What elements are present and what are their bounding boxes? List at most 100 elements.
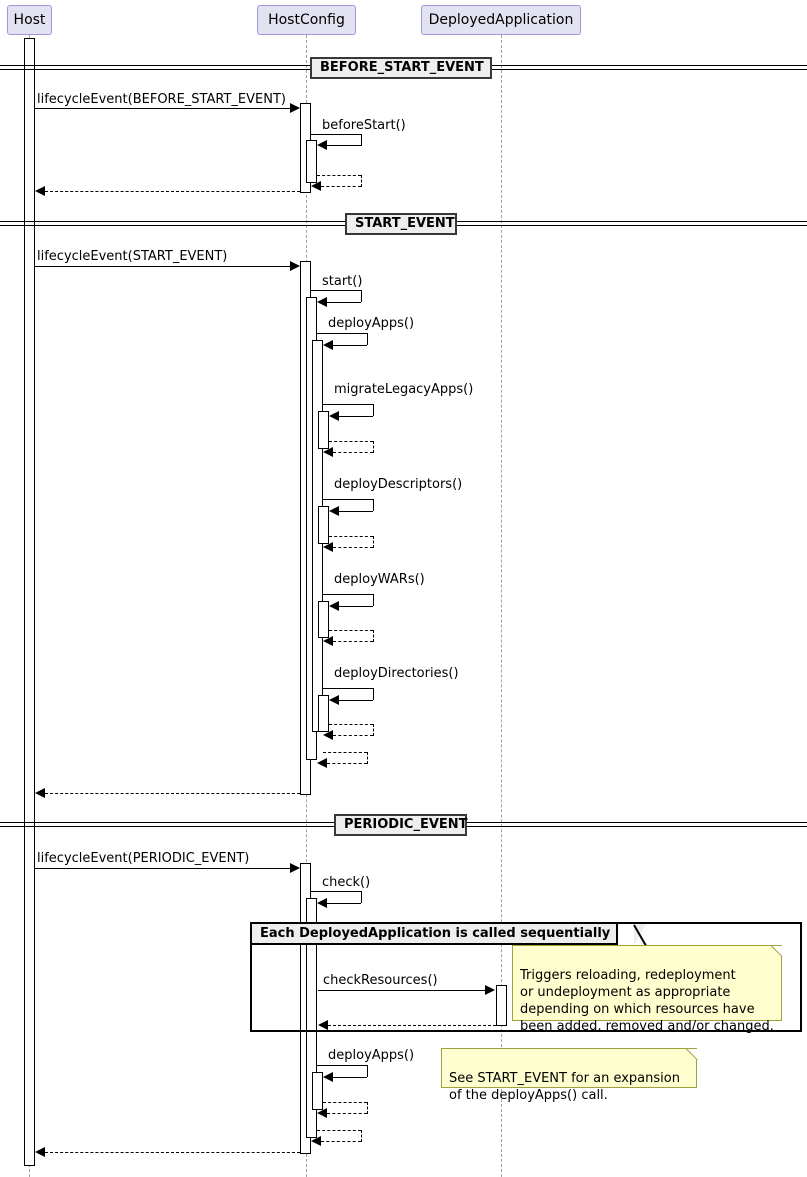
- message-label-lifecycleevent-beforestart: lifecycleEvent(BEFORE_START_EVENT): [37, 92, 286, 107]
- selfcall-top-migratelegacyapps: [323, 404, 373, 405]
- selfreturn-bottom-deployapps-periodic: [327, 1113, 367, 1114]
- message-line-return-checkresources: [328, 1025, 496, 1026]
- message-label-beforestart: beforeStart(): [322, 118, 406, 133]
- selfreturn-bottom-deploywars: [333, 641, 373, 642]
- note-deployapps-fold: [686, 1049, 697, 1060]
- selfreturn-top-deploydirectories: [329, 724, 373, 725]
- message-arrowhead-lifecycleevent-beforestart: [290, 103, 300, 113]
- selfreturn-right-deploywars: [373, 630, 374, 642]
- divider-periodic-event: PERIODIC_EVENT: [334, 814, 468, 836]
- activation-hostconfig-beforestart-inner: [306, 140, 317, 183]
- participant-hostconfig[interactable]: HostConfig: [257, 5, 356, 35]
- selfreturn-arrowhead-check: [311, 1136, 321, 1146]
- activation-hostconfig-migratelegacyapps: [318, 411, 329, 449]
- message-line-lifecycleevent-start: [35, 266, 293, 267]
- selfcall-top-beforestart: [311, 134, 361, 135]
- message-line-return-periodic: [45, 1152, 300, 1153]
- selfcall-bottom-beforestart: [327, 145, 361, 146]
- participant-deployedapplication-label: DeployedApplication: [428, 12, 574, 28]
- selfcall-right-deployapps: [367, 333, 368, 345]
- activation-host-main: [24, 38, 35, 1166]
- selfcall-arrowhead-migratelegacyapps: [329, 411, 339, 421]
- selfcall-arrowhead-beforestart: [317, 140, 327, 150]
- selfcall-right-deploydescriptors: [373, 499, 374, 511]
- message-label-migratelegacyapps: migrateLegacyApps(): [334, 382, 474, 397]
- message-line-lifecycleevent-beforestart: [35, 108, 293, 109]
- message-line-return-start: [45, 793, 300, 794]
- selfreturn-top-deployapps-periodic: [323, 1102, 367, 1103]
- activation-hostconfig-deploywars: [318, 601, 329, 638]
- message-label-deploywars: deployWARs(): [334, 572, 425, 587]
- group-frame-each-deployedapplication: [250, 922, 802, 1032]
- selfcall-top-deploydirectories: [323, 688, 373, 689]
- participant-hostconfig-label: HostConfig: [268, 12, 345, 28]
- group-label-text: Each DeployedApplication is called seque…: [260, 926, 611, 941]
- divider-periodic-event-label: PERIODIC_EVENT: [344, 817, 468, 832]
- selfcall-right-start: [361, 290, 362, 302]
- selfcall-right-deploywars: [373, 594, 374, 606]
- selfcall-right-deploydirectories: [373, 688, 374, 700]
- message-line-checkresources: [318, 990, 487, 991]
- selfcall-bottom-check: [327, 903, 361, 904]
- selfcall-right-check: [361, 891, 362, 903]
- selfreturn-bottom-deploydirectories: [333, 735, 373, 736]
- selfreturn-right-deploydescriptors: [373, 536, 374, 548]
- selfcall-right-migratelegacyapps: [373, 404, 374, 416]
- note-checkresources-fold: [771, 946, 782, 957]
- message-label-checkresources: checkResources(): [323, 973, 438, 988]
- message-arrowhead-return-beforestart: [35, 186, 45, 196]
- lifeline-deployedapplication: [501, 35, 502, 1177]
- selfreturn-arrowhead-deploydirectories: [323, 730, 333, 740]
- selfreturn-right-deploydirectories: [373, 724, 374, 736]
- selfcall-top-deployapps: [317, 333, 367, 334]
- selfcall-arrowhead-deploydescriptors: [329, 506, 339, 516]
- message-arrowhead-checkresources: [485, 985, 495, 995]
- participant-host-label: Host: [13, 12, 46, 28]
- selfcall-top-deploywars: [323, 594, 373, 595]
- group-label-notch: [634, 924, 646, 945]
- message-label-lifecycleevent-periodic: lifecycleEvent(PERIODIC_EVENT): [37, 851, 250, 866]
- selfcall-arrowhead-deployapps: [323, 340, 333, 350]
- divider-before-start-event: BEFORE_START_EVENT: [310, 57, 492, 79]
- selfcall-right-beforestart: [361, 134, 362, 146]
- selfreturn-right-beforestart: [361, 175, 362, 187]
- message-label-check: check(): [322, 875, 371, 890]
- selfcall-top-deployapps-periodic: [317, 1065, 367, 1066]
- message-label-deploydescriptors: deployDescriptors(): [334, 477, 463, 492]
- message-arrowhead-return-checkresources: [318, 1020, 328, 1030]
- selfreturn-top-beforestart: [317, 175, 361, 176]
- selfcall-arrowhead-check: [317, 898, 327, 908]
- message-label-deployapps-periodic: deployApps(): [328, 1048, 415, 1063]
- selfreturn-arrowhead-deployapps-periodic: [317, 1108, 327, 1118]
- participant-deployedapplication[interactable]: DeployedApplication: [421, 5, 581, 35]
- selfreturn-top-deploywars: [329, 630, 373, 631]
- note-deployapps: See START_EVENT for an expansion of the …: [441, 1048, 697, 1103]
- selfcall-bottom-start: [327, 302, 361, 303]
- selfcall-arrowhead-deployapps-periodic: [323, 1072, 333, 1082]
- activation-hostconfig-deploydescriptors: [318, 506, 329, 544]
- activation-deployedapplication-checkresources: [496, 985, 507, 1026]
- selfreturn-top-migratelegacyapps: [329, 441, 373, 442]
- message-arrowhead-lifecycleevent-start: [290, 261, 300, 271]
- message-label-start: start(): [322, 274, 363, 289]
- selfreturn-bottom-migratelegacyapps: [333, 452, 373, 453]
- selfreturn-bottom-deploydescriptors: [333, 547, 373, 548]
- message-label-deployapps: deployApps(): [328, 316, 415, 331]
- selfreturn-right-migratelegacyapps: [373, 441, 374, 453]
- selfcall-bottom-deployapps: [333, 345, 367, 346]
- selfreturn-top-deployapps: [323, 752, 367, 753]
- message-label-lifecycleevent-start: lifecycleEvent(START_EVENT): [37, 249, 228, 264]
- participant-host[interactable]: Host: [7, 5, 52, 35]
- selfcall-bottom-deploydirectories: [339, 700, 373, 701]
- group-label-each-deployedapplication[interactable]: Each DeployedApplication is called seque…: [252, 924, 619, 945]
- selfcall-arrowhead-deploywars: [329, 601, 339, 611]
- selfreturn-arrowhead-deployapps: [317, 758, 327, 768]
- selfreturn-arrowhead-migratelegacyapps: [323, 447, 333, 457]
- selfcall-bottom-deploydescriptors: [339, 511, 373, 512]
- selfcall-bottom-migratelegacyapps: [339, 416, 373, 417]
- selfreturn-top-check: [317, 1130, 361, 1131]
- message-label-deploydirectories: deployDirectories(): [334, 666, 459, 681]
- selfcall-top-check: [311, 891, 361, 892]
- message-arrowhead-return-periodic: [35, 1147, 45, 1157]
